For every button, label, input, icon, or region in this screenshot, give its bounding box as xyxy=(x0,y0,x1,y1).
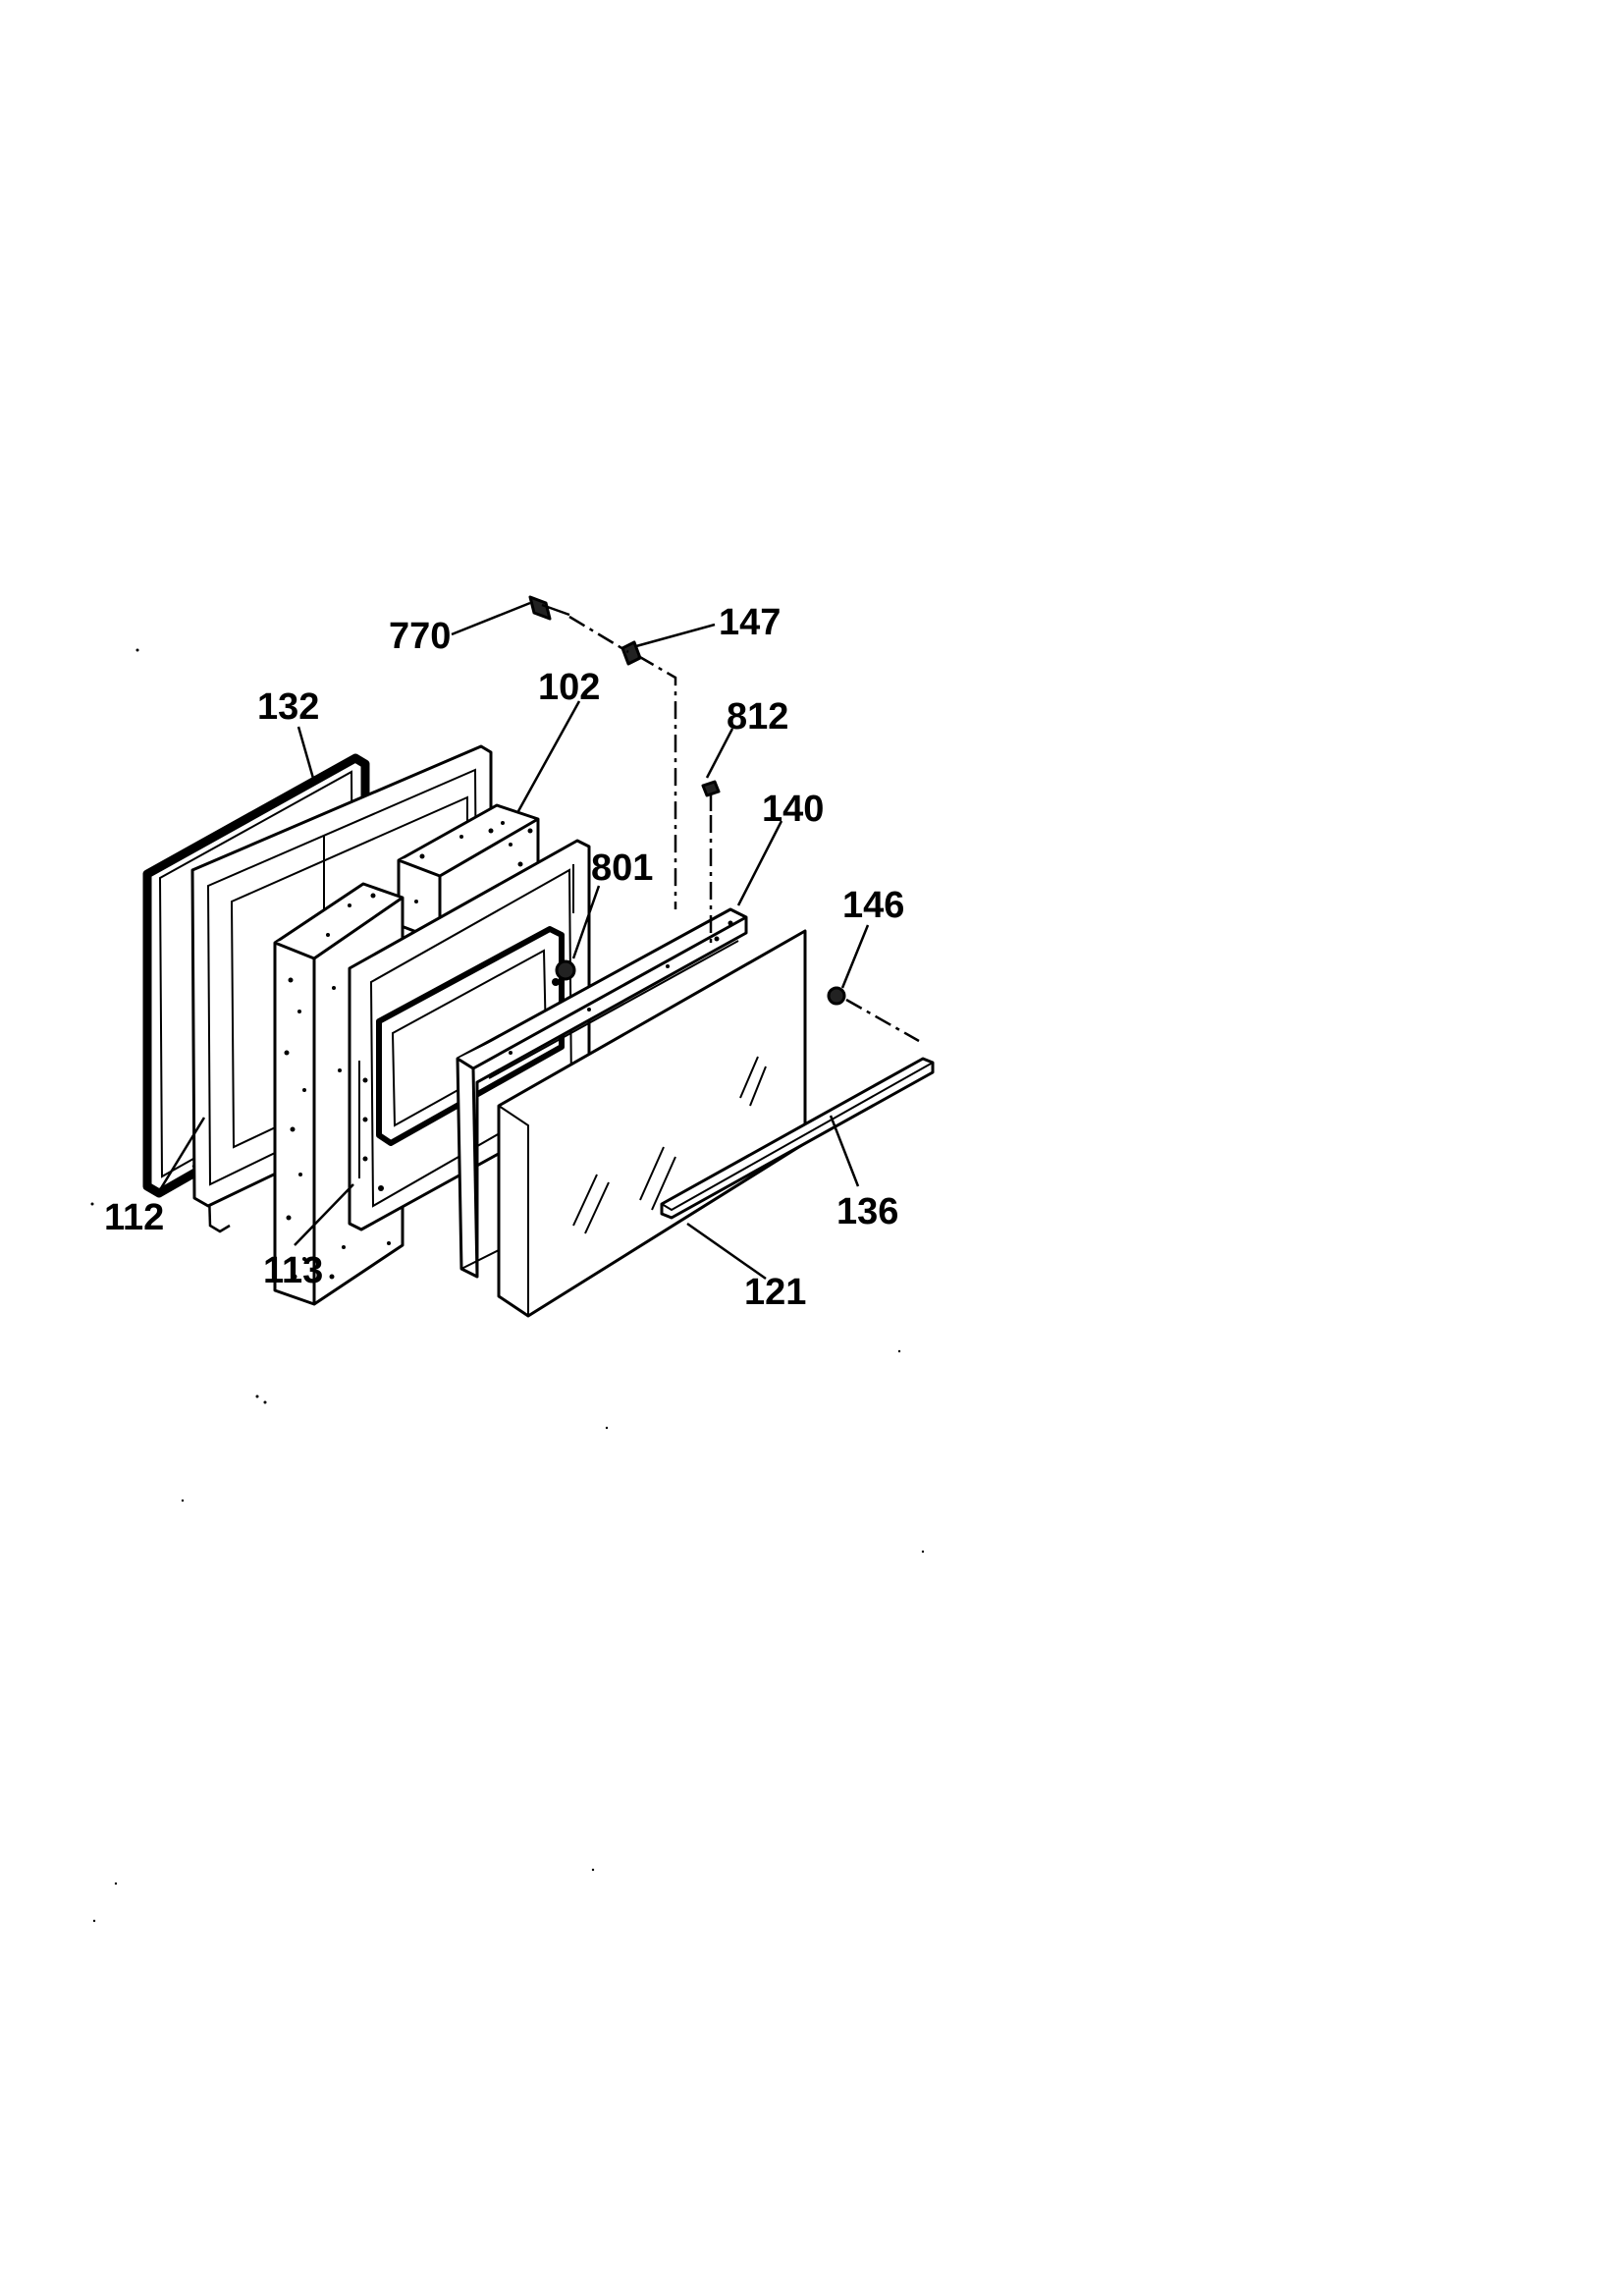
part-770-screw xyxy=(528,595,570,621)
assembly-lines xyxy=(568,615,920,1043)
callout-113: 113 xyxy=(263,1250,323,1291)
callout-140: 140 xyxy=(762,789,824,830)
part-140-outer-frame xyxy=(456,907,748,1279)
callout-146: 146 xyxy=(842,885,904,926)
callout-132: 132 xyxy=(257,686,319,728)
callout-136: 136 xyxy=(836,1191,898,1232)
callout-812: 812 xyxy=(727,696,788,738)
callout-121: 121 xyxy=(744,1272,806,1313)
part-136-handle xyxy=(660,1057,935,1220)
callout-102: 102 xyxy=(538,667,600,708)
part-121-outer-glass xyxy=(497,929,807,1318)
leader-lines xyxy=(159,601,870,1281)
scan-specks xyxy=(90,648,925,1923)
callout-801: 801 xyxy=(591,847,653,889)
part-146-bumper xyxy=(827,986,846,1006)
callout-147: 147 xyxy=(719,602,781,643)
callout-770: 770 xyxy=(389,616,451,657)
part-801-clip xyxy=(555,959,576,981)
callout-112: 112 xyxy=(104,1197,164,1238)
part-812-screw xyxy=(701,780,721,811)
callout-labels: 770 147 132 102 812 140 801 146 112 136 … xyxy=(104,602,904,1313)
